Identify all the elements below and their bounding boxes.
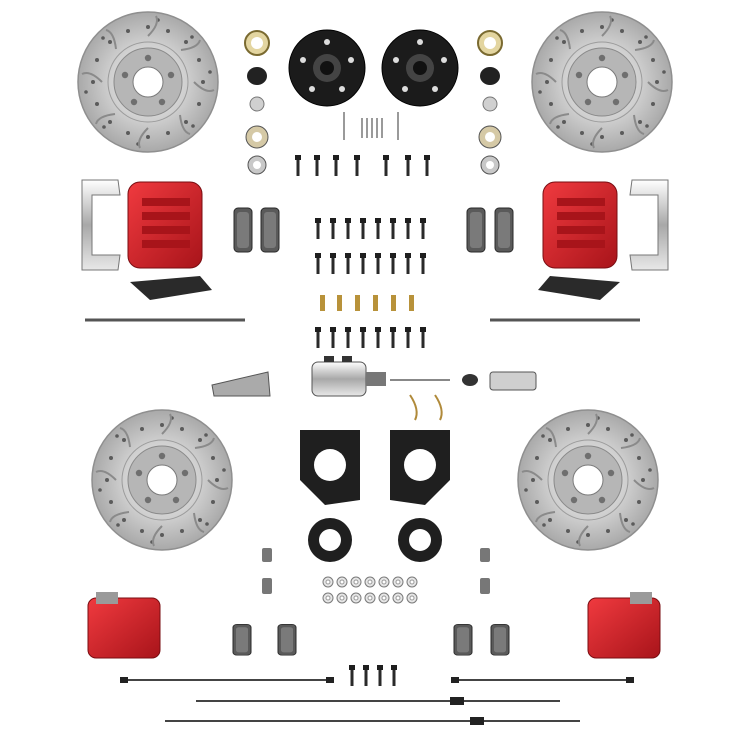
front-left-bracket <box>81 179 121 271</box>
front-right-bracket <box>629 179 669 271</box>
left-hub <box>288 29 366 107</box>
rear-bolts <box>349 665 397 686</box>
right-hub <box>381 29 459 107</box>
cable-ends <box>120 677 634 725</box>
left-bearing-stack <box>244 30 270 175</box>
brass-bolts <box>320 295 414 311</box>
front-left-pads <box>233 207 280 253</box>
front-right-caliper <box>542 181 618 269</box>
rear-left-rotor <box>91 409 233 551</box>
switch-connector <box>462 374 478 386</box>
rear-left-bracket <box>300 430 360 505</box>
front-left-mount-plate <box>130 276 212 300</box>
master-cylinder <box>311 356 386 397</box>
spring-pins <box>343 112 399 140</box>
proportioning-valve <box>489 371 537 391</box>
right-bearing-stack <box>477 30 503 175</box>
rear-left-caliper <box>87 592 161 659</box>
parking-brake-cables <box>124 679 630 722</box>
brake-lines <box>390 379 450 421</box>
front-right-rotor <box>531 11 673 153</box>
front-left-rotor <box>77 11 219 153</box>
rear-right-rotor <box>517 409 659 551</box>
rear-right-bracket <box>390 430 450 505</box>
rear-left-pads <box>232 623 297 656</box>
rear-right-caliper <box>587 592 661 659</box>
small-bolts-top <box>295 155 430 176</box>
washer-grid <box>322 576 418 604</box>
front-right-mount-plate <box>538 276 620 300</box>
bolt-grid <box>315 218 426 348</box>
rear-right-pads <box>453 623 510 656</box>
rear-spacer-rings <box>308 518 442 562</box>
small-brackets <box>262 548 490 594</box>
front-left-caliper <box>127 181 203 269</box>
mc-bracket <box>211 371 271 397</box>
front-right-pads <box>466 207 514 253</box>
